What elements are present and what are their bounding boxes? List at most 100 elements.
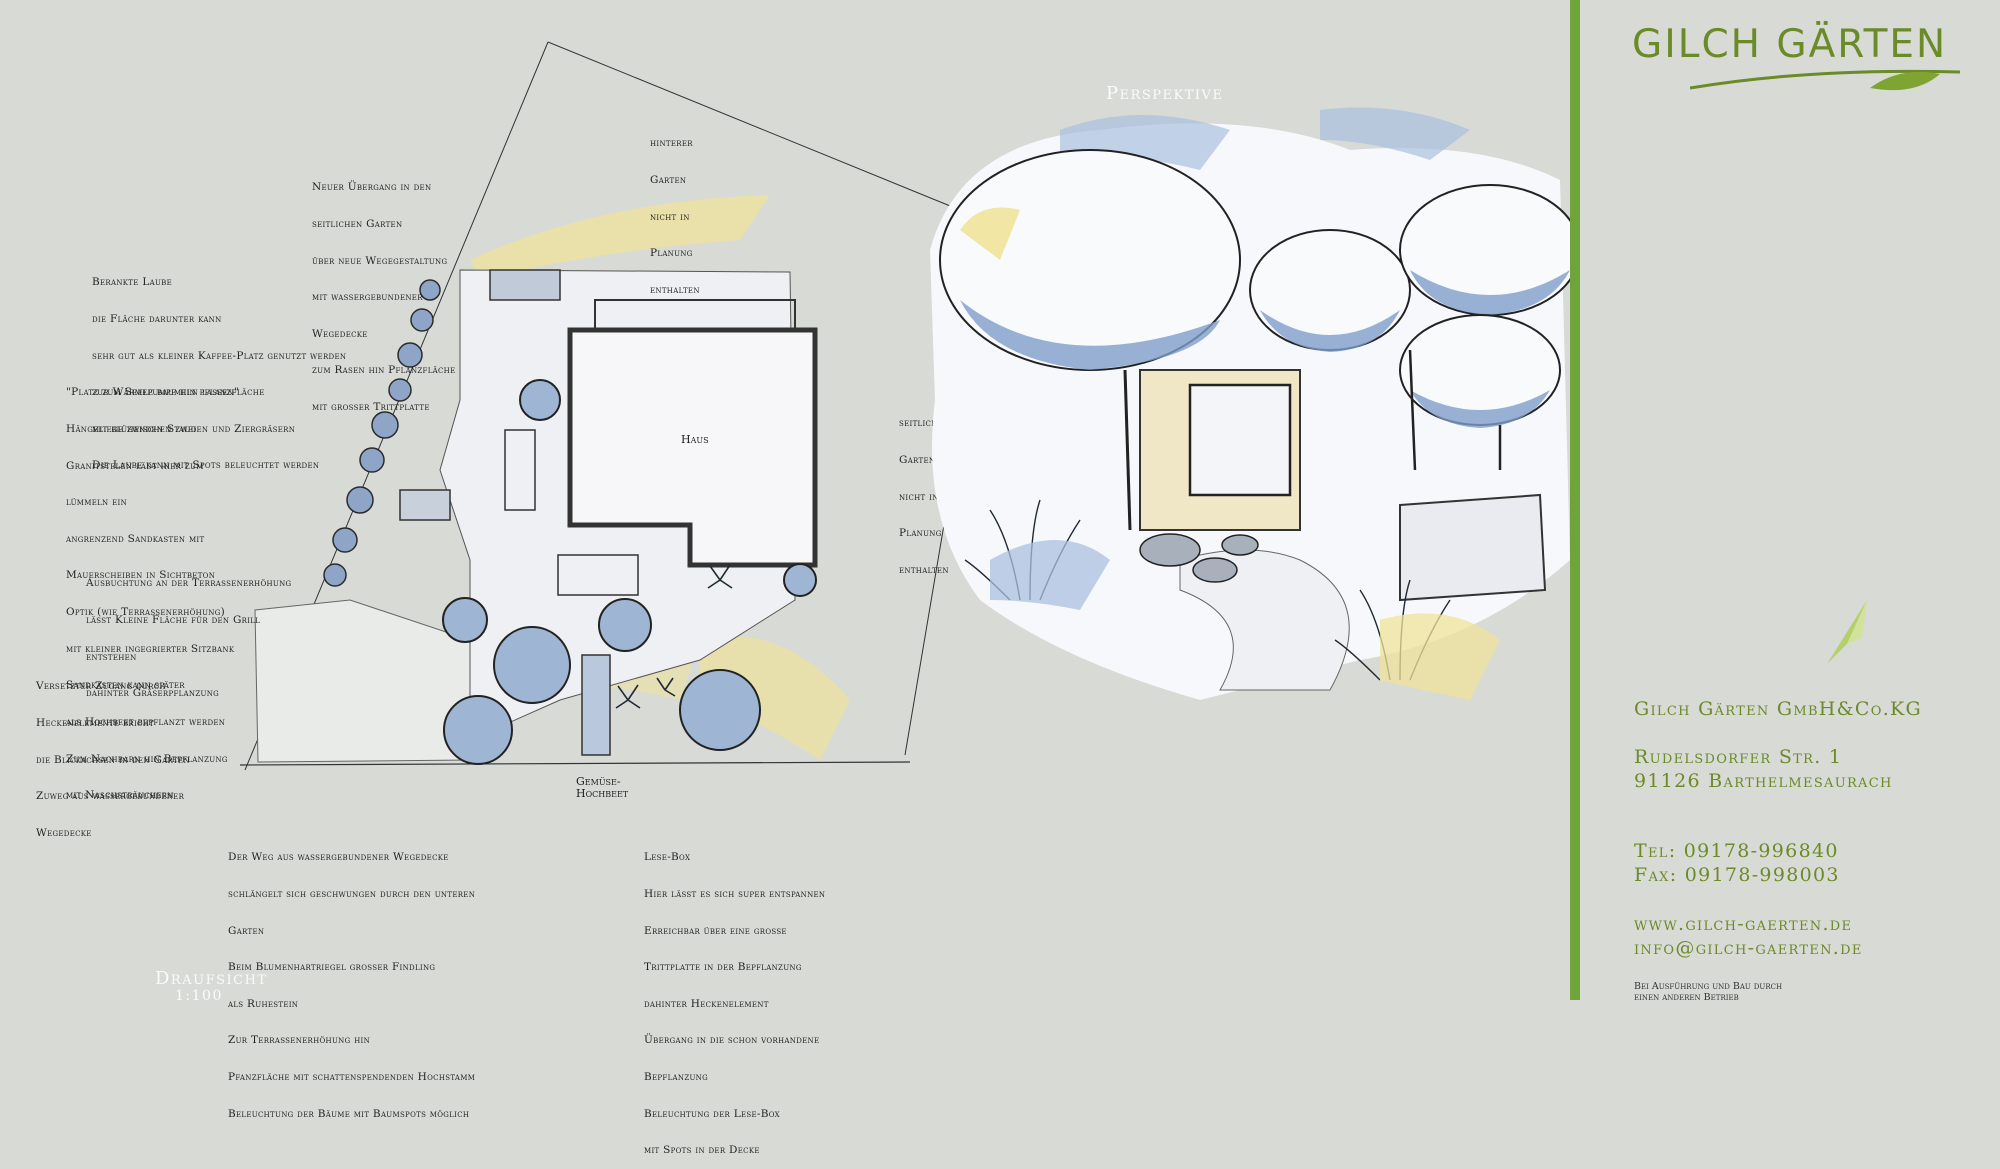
email-link[interactable]: info@gilch-gaerten.de — [1634, 937, 1863, 959]
note-line: nicht in — [899, 490, 939, 503]
note-line: nicht in — [650, 210, 690, 223]
note-line: lässt Kleine Fläche für den Grill — [86, 614, 261, 627]
note-line: über neue Wegegestaltung — [312, 254, 448, 267]
sun-highlight — [700, 636, 850, 760]
house-label: Haus — [681, 433, 709, 446]
note-line: Lese-Box — [644, 851, 691, 864]
reading-box — [1188, 383, 1292, 497]
note-line: Ausbuchtung an der Terrassenerhöhung — [86, 577, 292, 590]
perspective-sketch — [930, 107, 1580, 701]
note-line: die Blickachsen in den Garten — [36, 753, 190, 766]
phone-number: Tel: 09178-996840 — [1634, 840, 1839, 862]
note-line: Bepflanzung — [644, 1071, 709, 1084]
note-line: dahinter Gräserpflanzung — [86, 687, 220, 700]
note-line: Beleuchtung der Bäume mit Baumspots mögl… — [228, 1107, 470, 1120]
note-line: als Hochbeet bepflanzt werden — [66, 715, 226, 728]
tree-trunk — [1123, 369, 1132, 531]
brand-panel — [1580, 0, 2000, 1000]
note-line: Zur Terrassenerhöhung hin — [228, 1034, 370, 1047]
note-line: Planung — [650, 247, 693, 260]
note-line: Übergang in die schon vorhandene — [644, 1034, 820, 1047]
note-access: Versetzter Zugang durch Heckenelemente b… — [36, 656, 190, 851]
note-line: Pfanzfläche mit schattenspendenden Hochs… — [228, 1071, 476, 1084]
vegetable-bed-label-line: Gemüse- — [576, 775, 621, 788]
note-line: mit grosser Trittplatte — [312, 401, 430, 414]
note-line: enthalten — [650, 283, 700, 296]
note-line: Zuweg aus wassergebundener — [36, 790, 185, 803]
note-line: Optik (wie Terrassenerhöhung) — [66, 606, 225, 619]
note-line: seitlichen Garten — [312, 218, 403, 231]
website-link[interactable]: www.gilch-gaerten.de — [1634, 913, 1853, 935]
note-line: Die Laube kann mit Spots beleuchtet werd… — [92, 459, 320, 472]
plan-title: Draufsicht — [155, 968, 268, 989]
note-line: Mauerscheiben in Sichtbeton — [66, 569, 216, 582]
vegetable-bed-label: Gemüse- Hochbeet — [576, 776, 628, 800]
note-line: Hier lässt es sich super entspannen — [644, 888, 826, 901]
canopy-highlight — [960, 207, 1020, 260]
note-line: Zum Nachbarn hin Bepflanzung — [66, 752, 228, 765]
vegetable-raised-bed — [581, 654, 611, 756]
note-line: mit kleiner ingegrierter Sitzbank — [66, 642, 235, 655]
arbor — [489, 269, 561, 301]
ornamental-grass — [615, 564, 733, 709]
note-line: mit wassergebundener — [312, 291, 423, 304]
note-line: Garten — [899, 454, 936, 467]
brand-accent-bar — [1570, 0, 1580, 1000]
plan-boundary-line-top — [547, 41, 961, 211]
note-new-transition: Neuer Übergang in den seitlichen Garten … — [312, 157, 455, 425]
note-line: enthalten — [899, 563, 949, 576]
note-line: mit Spots in der Decke — [644, 1144, 760, 1157]
note-line: zur Wärmepumpe hin pflanzfläche — [92, 386, 265, 399]
canopy-shadow — [1410, 270, 1570, 315]
house-canopy — [594, 299, 796, 331]
boulders — [1139, 533, 1259, 583]
address-city: 91126 Barthelmesaurach — [1634, 770, 1893, 792]
note-line: Granitstelen lädt hier zum — [66, 459, 204, 472]
note-line: Versetzter Zugang durch — [36, 680, 166, 693]
note-line: Garten — [650, 174, 687, 187]
canopy-shadow — [1260, 310, 1400, 352]
canopy-shadow — [960, 300, 1220, 370]
shrub-row — [323, 279, 441, 587]
note-line: entstehen — [86, 650, 137, 663]
sun-highlight — [470, 195, 770, 280]
company-name: Gilch Gärten GmbH&Co.KG — [1634, 698, 1923, 720]
note-line: angrenzend Sandkasten mit — [66, 532, 205, 545]
arrow-leaf-icon — [1827, 600, 1867, 664]
note-line: Hängeliege zwischen zwei — [66, 423, 197, 436]
note-line: die Fläche darunter kann — [92, 313, 222, 326]
perspective-title: Perspektive — [1106, 83, 1224, 104]
tree-canopy — [1399, 314, 1561, 426]
canopy-shadow — [1410, 390, 1550, 428]
dining-table — [557, 554, 639, 596]
stairs — [504, 429, 536, 511]
note-line: Wegedecke — [312, 327, 368, 340]
terrace-raise — [1399, 493, 1547, 602]
note-line: mit blühenden Stauden und Ziergräsern — [92, 422, 296, 435]
note-line: Der Weg aus wassergebundener Wegedecke — [228, 851, 449, 864]
note-line: hinterer — [650, 137, 693, 150]
note-line: Planung — [899, 527, 942, 540]
note-line: Beim Blumenhartriegel grosser Findling — [228, 961, 436, 974]
note-relax-area: "Platz zum Seele baumeln lassen" Hängeli… — [66, 362, 239, 814]
note-grill-bulge: Ausbuchtung an der Terrassenerhöhung läs… — [86, 553, 291, 712]
fax-number: Fax: 09178-998003 — [1634, 864, 1840, 886]
leaf-logo-icon — [1690, 69, 1961, 91]
house-outline — [567, 327, 818, 568]
sky-wash — [1320, 107, 1470, 160]
fine-print-line: Bei Ausführung und Bau durch — [1634, 981, 1783, 992]
note-line: Trittplatte in der Bepflanzung — [644, 961, 802, 974]
vegetable-bed-label-line: Hochbeet — [576, 787, 629, 800]
note-line: Heckenelemente bricht — [36, 717, 155, 730]
note-line: Garten — [228, 924, 265, 937]
note-line: Neuer Übergang in den — [312, 181, 432, 194]
sandbox — [399, 489, 451, 521]
note-back-garden: hinterer Garten nicht in Planung enthalt… — [650, 113, 700, 308]
note-line: Erreichbar über eine grosse — [644, 924, 787, 937]
planting-highlight — [1380, 613, 1500, 700]
tree-canopy — [1249, 229, 1411, 351]
note-line: zum Rasen hin Pflanzfläche — [312, 364, 456, 377]
planting-wash — [990, 540, 1110, 610]
note-line: schlängelt sich geschwungen durch den un… — [228, 888, 476, 901]
note-line: sehr gut als kleiner Kaffee-Platz genutz… — [92, 349, 347, 362]
